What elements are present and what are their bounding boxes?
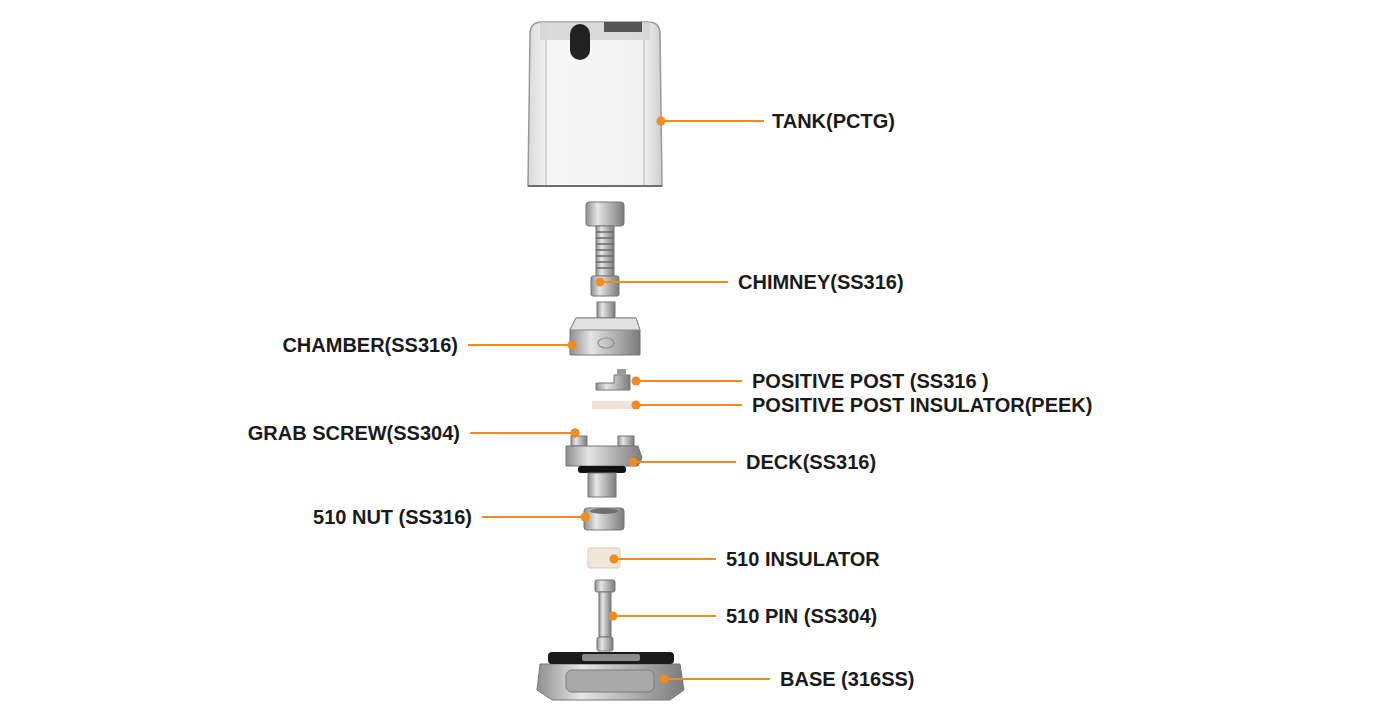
base-ring [548,652,674,664]
leader-dot [571,429,580,438]
positive-post-insulator [592,401,638,409]
tank-facet [546,40,547,186]
leader-dot [632,377,641,386]
part-label: POSITIVE POST INSULATOR(PEEK) [752,393,1092,417]
part-label: GRAB SCREW(SS304) [248,421,460,445]
leader-dot [657,117,666,126]
base-cutout [566,670,654,692]
chimney-cap [586,202,624,226]
leader-dot [581,513,590,522]
nut-bore [590,508,618,514]
thread-lines [596,232,614,268]
leader-lines [468,117,770,684]
tank-top-band [540,22,650,40]
owl-logo [598,338,614,348]
fill-port [570,24,590,60]
leader-line [482,516,585,518]
nut-body [584,508,624,530]
base-figure [537,652,684,700]
part-label: DECK(SS316) [746,450,876,474]
chamber-body [570,318,640,355]
chimney-base [591,276,619,296]
part-label: 510 PIN (SS304) [726,604,877,628]
leader-line [614,558,716,560]
part-label: POSITIVE POST (SS316 ) [752,369,989,393]
part-label: TANK(PCTG) [772,109,895,133]
base-body [537,664,684,700]
leader-line [633,461,736,463]
leader-line [664,678,770,680]
leader-dot [660,675,669,684]
deck-plate [566,446,642,466]
tank-body [528,22,662,186]
positive-post [596,375,630,390]
leader-line [661,120,764,122]
part-label: CHIMNEY(SS316) [738,270,904,294]
leader-dot [609,612,618,621]
grab-screw [571,429,579,437]
tank-figure [528,22,662,186]
leader-line [613,615,716,617]
leader-line [636,404,742,406]
deck-figure [566,429,642,497]
leader-dot [596,278,605,287]
leader-dot [632,401,641,410]
part-label: CHAMBER(SS316) [282,333,458,357]
tank-bottom-edge [528,185,662,187]
leader-line [470,432,575,434]
o-ring [578,466,626,473]
leader-line [600,281,728,283]
chamber-top [570,318,640,330]
nut-figure [584,508,624,530]
part-label: 510 INSULATOR [726,547,880,571]
deck-post [571,436,587,446]
insulator-figure [588,548,620,568]
positive-post-figure [596,369,630,390]
base-window [582,654,640,661]
chamber-nub [597,302,615,318]
leader-line [636,380,742,382]
deck-post [618,436,634,446]
pin-head [595,580,615,592]
part-label: 510 NUT (SS316) [313,505,472,529]
part-label: BASE (316SS) [780,667,915,691]
leader-line [468,344,572,346]
deck-cylinder [588,473,616,497]
tank-top-insert [604,22,642,32]
tank-facet [644,40,645,186]
leader-dot [568,341,577,350]
post-screw [617,369,626,376]
leader-dot [610,555,619,564]
pin-tip [597,637,613,651]
chimney-thread [596,226,614,276]
chamber-figure [570,302,640,355]
leader-dot [629,458,638,467]
